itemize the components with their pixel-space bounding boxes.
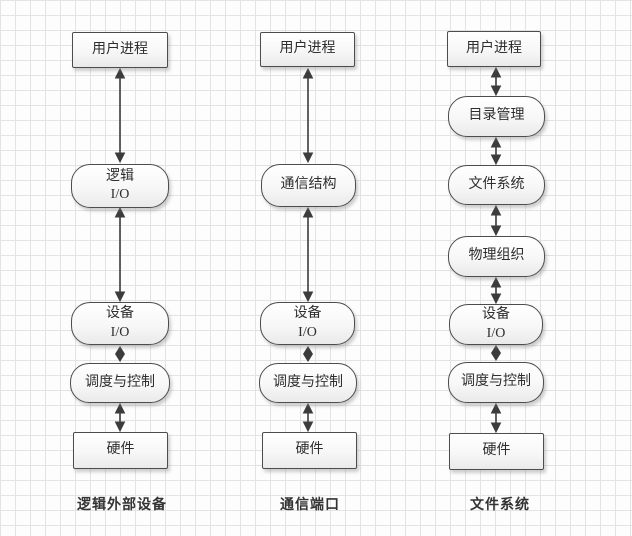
- node-file-system: 文件系统: [448, 165, 545, 205]
- node-device-io: 设备 I/O: [449, 304, 543, 345]
- double-arrow: [302, 206, 314, 303]
- double-arrow: [490, 402, 502, 434]
- node-physical-organization: 物理组织: [448, 236, 545, 277]
- double-arrow: [302, 67, 314, 164]
- node-device-io: 设备 I/O: [71, 302, 169, 345]
- double-arrow-diamond: [115, 346, 125, 362]
- node-device-io: 设备 I/O: [260, 302, 355, 345]
- double-arrow-diamond: [491, 345, 501, 361]
- double-arrow: [114, 206, 126, 303]
- double-arrow: [490, 136, 502, 166]
- double-arrow: [114, 67, 126, 164]
- node-logic-io: 逻辑 I/O: [71, 164, 169, 208]
- node-user-process: 用户进程: [260, 32, 355, 67]
- node-hardware: 硬件: [449, 433, 544, 470]
- column-caption-communication-port: 通信端口: [280, 498, 340, 513]
- double-arrow: [302, 402, 314, 433]
- node-hardware: 硬件: [262, 432, 357, 469]
- node-scheduling-control: 调度与控制: [70, 363, 170, 403]
- double-arrow: [490, 66, 502, 97]
- node-hardware: 硬件: [73, 432, 168, 469]
- node-scheduling-control: 调度与控制: [448, 362, 544, 403]
- double-arrow: [490, 276, 502, 305]
- node-user-process: 用户进程: [72, 32, 168, 68]
- double-arrow: [114, 402, 126, 433]
- double-arrow-diamond: [303, 346, 313, 362]
- node-directory-management: 目录管理: [448, 96, 545, 137]
- node-scheduling-control: 调度与控制: [259, 363, 357, 403]
- node-comm-structure: 通信结构: [261, 164, 356, 207]
- column-caption-logical-external-device: 逻辑外部设备: [77, 498, 167, 513]
- double-arrow: [490, 204, 502, 237]
- column-caption-file-system: 文件系统: [470, 498, 530, 513]
- node-user-process: 用户进程: [447, 31, 541, 67]
